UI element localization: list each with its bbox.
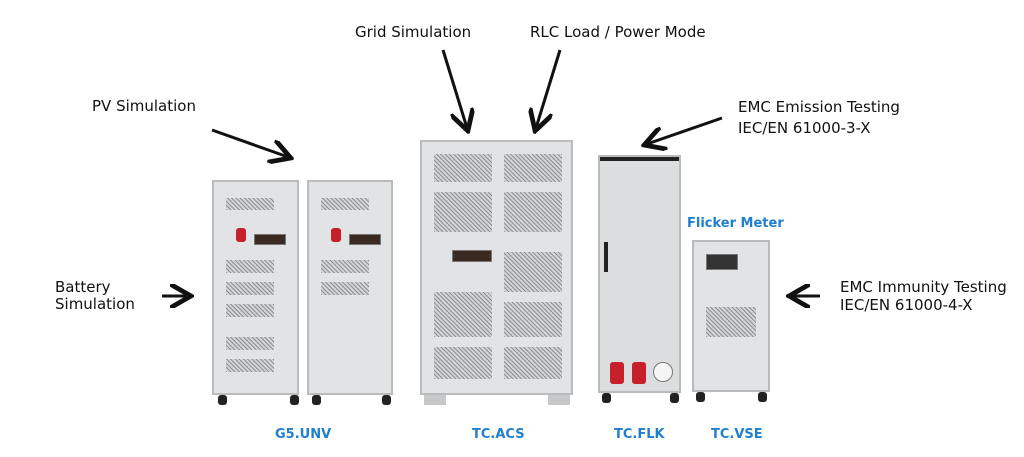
grid-simulation-label: Grid Simulation [355,23,472,41]
emc-emission-label-line2: IEC/EN 61000-3-X [738,119,871,137]
product-g5-unv-label: G5.UNV [275,427,332,442]
pv-arrow-icon [211,128,288,157]
pv-simulation-label: PV Simulation [92,97,196,115]
rlc-load-label: RLC Load / Power Mode [530,23,706,41]
flicker-meter-label: Flicker Meter [687,216,784,231]
g5-unv-cabinet-left [212,180,299,395]
tc-flk-cabinet [598,155,681,393]
grid-arrow-icon [441,49,467,128]
emc-immunity-label-line2: IEC/EN 61000-4-X [840,296,973,314]
product-tc-acs-label: TC.ACS [472,427,525,442]
product-tc-vse-label: TC.VSE [711,427,763,442]
product-tc-flk-label: TC.FLK [614,427,665,442]
emc-emission-label-line1: EMC Emission Testing [738,98,900,116]
tc-acs-cabinet [420,140,573,395]
emc-immunity-label-line1: EMC Immunity Testing [840,278,1007,296]
battery-label-line1: Battery [55,278,111,296]
rlc-arrow-icon [536,49,562,128]
emc-emission-arrow-icon [647,116,723,144]
battery-label-line2: Simulation [55,295,135,313]
g5-unv-cabinet-right [307,180,393,395]
tc-vse-cabinet [692,240,770,392]
